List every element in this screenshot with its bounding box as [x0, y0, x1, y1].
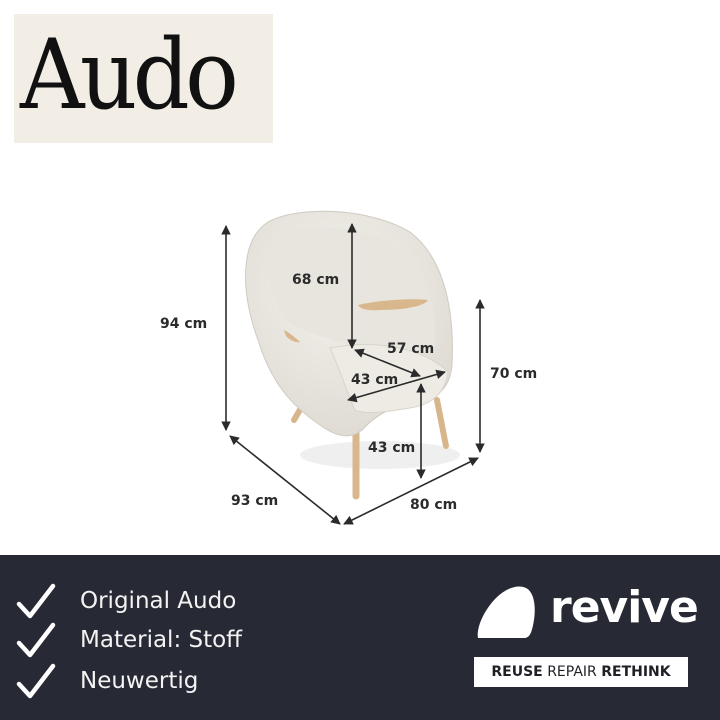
chair-armrest-right [358, 299, 428, 311]
tagline-repair: REPAIR [547, 664, 597, 680]
dim-label-seat-depth: 43 cm [351, 372, 399, 388]
feature-label: Original Audo [80, 588, 237, 614]
dim-label-depth: 93 cm [231, 493, 279, 509]
dim-label-back-height: 68 cm [292, 272, 340, 288]
audo-logo-text: Audo [20, 19, 239, 131]
dimension-lines [221, 223, 485, 525]
revive-wordmark: revive [550, 582, 699, 633]
dim-label-armrest-height: 70 cm [490, 366, 538, 382]
dim-label-total-height: 94 cm [160, 316, 208, 332]
dim-label-seat-width: 57 cm [387, 341, 435, 357]
revive-tagline: REUSE REPAIR RETHINK [474, 657, 688, 687]
revive-mark-icon [477, 586, 535, 638]
info-band [0, 555, 720, 720]
chair-leg-back-right [434, 397, 449, 449]
check-icon [16, 663, 56, 699]
dim-line-width [343, 457, 479, 525]
dim-line-seat-depth [347, 369, 446, 403]
check-icon [16, 583, 56, 619]
audo-logo: Audo [14, 14, 273, 143]
feature-label: Neuwertig [80, 668, 199, 694]
dim-line-depth [229, 435, 341, 525]
dim-label-seat-height: 43 cm [368, 440, 416, 456]
tagline-reuse: REUSE [491, 664, 543, 680]
chair-dimension-diagram [221, 210, 485, 525]
tagline-rethink: RETHINK [601, 664, 671, 680]
chair-armrest-left [284, 330, 300, 343]
check-icon [16, 622, 56, 658]
feature-label: Material: Stoff [80, 627, 243, 653]
revive-logo: revive REUSE REPAIR RETHINK [472, 582, 699, 688]
dim-label-width: 80 cm [410, 497, 458, 513]
